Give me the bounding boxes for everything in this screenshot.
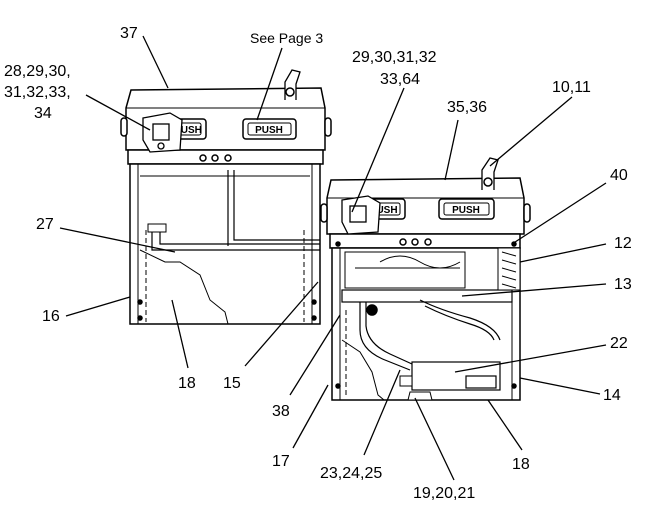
label-18-right: 18 — [512, 456, 530, 473]
label-15: 15 — [223, 375, 241, 392]
label-28-line3: 34 — [34, 105, 52, 122]
front-cooler-unit — [320, 157, 531, 401]
label-29-line2: 33,64 — [380, 71, 420, 88]
label-14: 14 — [603, 387, 621, 404]
label-12: 12 — [614, 235, 632, 252]
rear-cooler-unit — [120, 69, 332, 325]
label-28-line1: 28,29,30, — [4, 63, 71, 80]
label-37: 37 — [120, 25, 138, 42]
front-push-button-main: PUSH — [438, 198, 495, 220]
rear-push-button-main: PUSH — [242, 118, 297, 140]
label-18-left: 18 — [178, 375, 196, 392]
callout-labels: 37 See Page 3 28,29,30, 31,32,33, 34 29,… — [4, 25, 632, 502]
rear-push-button-main-label: PUSH — [255, 125, 283, 136]
label-19-20-21: 19,20,21 — [413, 485, 475, 502]
label-38: 38 — [272, 403, 290, 420]
label-16: 16 — [42, 308, 60, 325]
label-22: 22 — [610, 335, 628, 352]
label-40: 40 — [610, 167, 628, 184]
label-10-11: 10,11 — [552, 79, 591, 96]
label-17: 17 — [272, 453, 290, 470]
front-push-button-partial-label: USH — [376, 205, 397, 216]
label-13: 13 — [614, 276, 632, 293]
front-push-button-main-label: PUSH — [452, 205, 480, 216]
rear-valve-assembly — [142, 112, 183, 153]
label-35-36: 35,36 — [447, 99, 487, 116]
front-valve-assembly — [341, 195, 381, 235]
label-28-line2: 31,32,33, — [4, 84, 71, 101]
label-23-24-25: 23,24,25 — [320, 465, 382, 482]
label-see-page-3: See Page 3 — [250, 30, 323, 46]
label-27: 27 — [36, 216, 54, 233]
leader-lines — [59, 35, 607, 481]
rear-push-button-partial-label: PUSH — [174, 125, 202, 136]
label-29-line1: 29,30,31,32 — [352, 49, 437, 66]
